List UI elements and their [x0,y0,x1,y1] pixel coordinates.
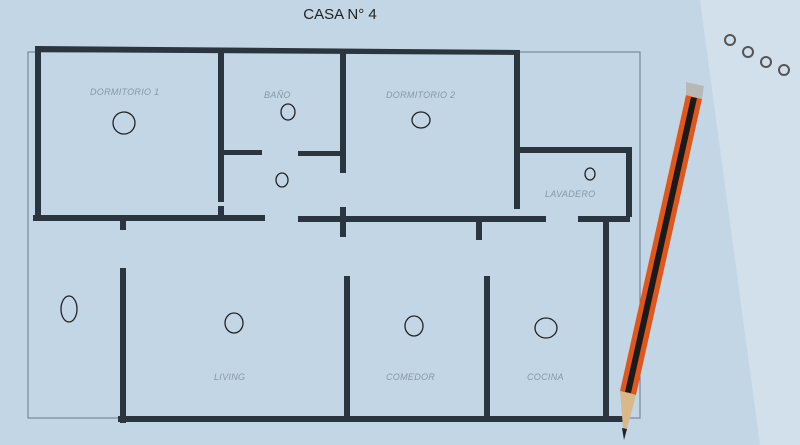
plot-outline [27,51,641,419]
light-icon [112,111,136,135]
room-label-comedor: COMEDOR [386,372,436,382]
room-label-living: LIVING [214,372,246,382]
walls [33,46,632,423]
notebook-page [700,0,800,445]
room-label-dormitorio-1: DORMITORIO 1 [90,87,160,97]
light-icon [404,315,424,337]
light-fixtures [60,103,596,339]
light-icon [60,295,78,323]
light-icon [584,167,596,181]
room-label-dormitorio-2: DORMITORIO 2 [386,90,456,100]
pencil [620,82,704,440]
light-icon [534,317,558,339]
notebook-rings [724,34,790,76]
plan-title: CASA N° 4 [303,6,377,23]
light-icon [275,172,289,188]
light-icon [224,312,244,334]
light-icon [411,111,431,129]
light-icon [280,103,296,121]
room-label-cocina: COCINA [527,372,564,382]
room-label-bano: BAÑO [264,90,291,100]
room-label-lavadero: LAVADERO [545,189,596,199]
